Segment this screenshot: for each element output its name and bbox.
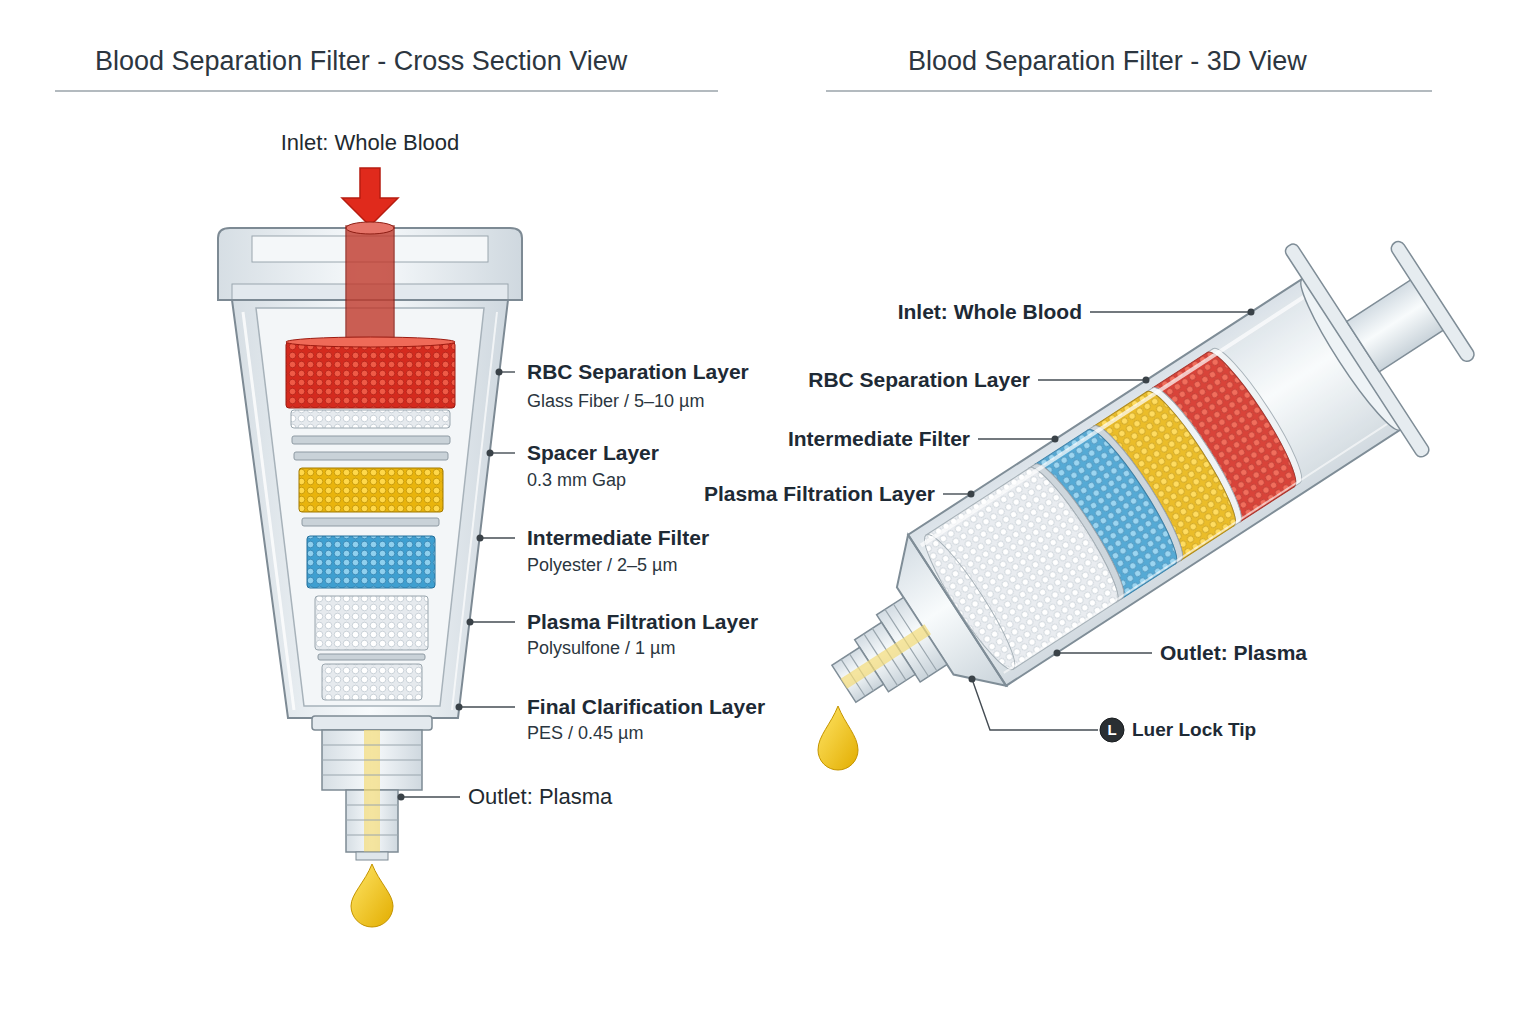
layer-label: Plasma Filtration Layer bbox=[527, 610, 758, 634]
leader-line bbox=[480, 537, 515, 538]
housing-body bbox=[232, 300, 508, 718]
leader-dot bbox=[968, 491, 975, 498]
leader-line bbox=[401, 796, 460, 797]
leader-line bbox=[1057, 652, 1152, 653]
spec-label: 0.3 mm Gap bbox=[527, 470, 626, 491]
leader-dot bbox=[467, 619, 474, 626]
flow-label: Inlet: Whole Blood bbox=[281, 130, 460, 155]
flow-label: Inlet: Whole Blood bbox=[898, 300, 1082, 324]
layer-label: RBC Separation Layer bbox=[527, 360, 749, 384]
spec-label: Glass Fiber / 5–10 µm bbox=[527, 391, 704, 412]
leader-line bbox=[470, 621, 515, 622]
spec-label: Polysulfone / 1 µm bbox=[527, 638, 675, 659]
leader-dots bbox=[968, 309, 1255, 683]
outlet-collar bbox=[312, 716, 432, 730]
leader-line bbox=[490, 452, 515, 453]
intermediate-layer bbox=[299, 468, 443, 512]
blue-layer bbox=[307, 536, 435, 588]
nozzle-end bbox=[356, 852, 388, 860]
heading-rule bbox=[826, 90, 1432, 92]
leader-line bbox=[459, 706, 515, 707]
leader-line bbox=[972, 679, 1098, 730]
inlet-arrow bbox=[342, 168, 398, 226]
layer-label: Plasma Filtration Layer bbox=[704, 482, 935, 506]
luer-ribs bbox=[831, 604, 937, 711]
part-label: Luer Lock Tip bbox=[1132, 719, 1256, 741]
inlet-tube bbox=[346, 226, 394, 338]
nozzle-ribs bbox=[322, 745, 422, 835]
white-disk bbox=[291, 410, 450, 428]
heading-rule bbox=[55, 90, 718, 92]
leader-dot bbox=[487, 450, 494, 457]
leader-dot bbox=[1052, 436, 1059, 443]
rbc-layer-top bbox=[286, 337, 455, 347]
housing-inner-wall bbox=[256, 308, 484, 706]
leader-line bbox=[1090, 311, 1251, 312]
separator-plate bbox=[302, 518, 439, 526]
leader-dot bbox=[1054, 650, 1061, 657]
spec-label: Polyester / 2–5 µm bbox=[527, 555, 677, 576]
wall-highlight bbox=[452, 312, 497, 710]
layer-label: Intermediate Filter bbox=[527, 526, 709, 550]
inlet-opening bbox=[346, 222, 394, 234]
spacer-plate bbox=[294, 452, 448, 460]
layer-label: Final Clarification Layer bbox=[527, 695, 765, 719]
rbc-layer bbox=[286, 342, 455, 408]
leader-dots bbox=[398, 369, 503, 801]
plasma-channel bbox=[841, 624, 931, 689]
leader-dot bbox=[477, 535, 484, 542]
plasma-layer bbox=[315, 596, 428, 650]
leader-dot bbox=[456, 704, 463, 711]
separator-plate bbox=[318, 654, 425, 660]
spec-label: PES / 0.45 µm bbox=[527, 723, 643, 744]
plasma-drop bbox=[818, 706, 858, 770]
icon-letter: L bbox=[1107, 721, 1116, 738]
plunger-thumb bbox=[1389, 239, 1477, 364]
layer-label: Spacer Layer bbox=[527, 441, 659, 465]
leader-line bbox=[943, 493, 971, 494]
leader-lines bbox=[401, 372, 515, 797]
clarification-layer bbox=[322, 664, 422, 700]
barrel-highlight bbox=[921, 295, 1307, 546]
layer-label: RBC Separation Layer bbox=[808, 368, 1030, 392]
leader-dot bbox=[496, 369, 503, 376]
plasma-channel bbox=[364, 730, 380, 858]
layer-label: Intermediate Filter bbox=[788, 427, 970, 451]
leader-dot bbox=[398, 794, 405, 801]
luer-icon bbox=[1100, 718, 1124, 742]
leader-line bbox=[978, 438, 1055, 439]
flow-label: Outlet: Plasma bbox=[468, 784, 612, 809]
flow-label: Outlet: Plasma bbox=[1160, 641, 1307, 665]
plasma-drop bbox=[351, 864, 393, 927]
spacer-plate bbox=[292, 436, 450, 444]
diagram-title: Blood Separation Filter - Cross Section … bbox=[95, 46, 627, 77]
leader-line bbox=[1038, 379, 1146, 380]
barrel-highlight bbox=[1004, 422, 1390, 673]
leader-dot bbox=[1143, 377, 1150, 384]
view-title: Blood Separation Filter - 3D View bbox=[908, 46, 1307, 77]
leader-dot bbox=[1248, 309, 1255, 316]
cross-section-filter bbox=[218, 168, 522, 927]
leader-dot bbox=[969, 676, 976, 683]
